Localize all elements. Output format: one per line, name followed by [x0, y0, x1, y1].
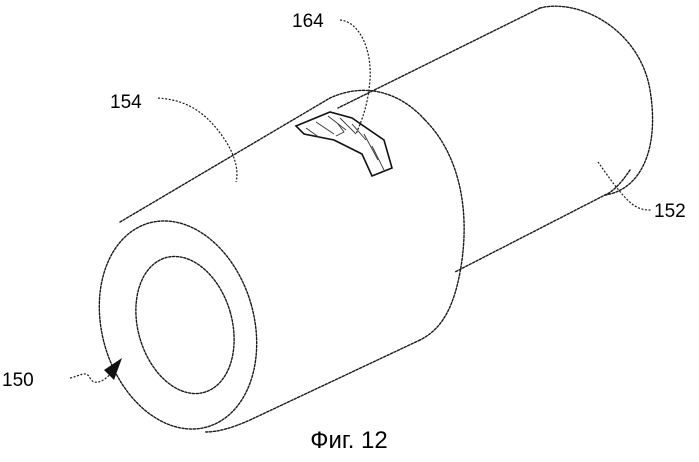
- leader-154: [158, 98, 237, 182]
- sleeve-front-face: [76, 202, 281, 448]
- rear-top-edge: [338, 8, 540, 108]
- sleeve-top-edge: [120, 90, 425, 222]
- leader-152: [598, 162, 652, 210]
- leader-150: [70, 372, 112, 382]
- rear-cylinder: [338, 6, 653, 272]
- label-164: 164: [292, 11, 324, 32]
- window-hatch-6: [364, 134, 378, 160]
- leader-164: [340, 20, 370, 134]
- label-152: 152: [654, 201, 686, 222]
- window-feature: [296, 112, 392, 176]
- sleeve-inner-bore: [121, 245, 250, 405]
- sleeve-bottom-edge: [205, 340, 420, 432]
- figure-caption: Фиг. 12: [310, 427, 388, 454]
- window-hatch-2: [316, 122, 334, 134]
- front-sleeve: [76, 90, 464, 447]
- label-150: 150: [2, 370, 34, 391]
- arrow-150: [104, 358, 122, 380]
- window-hatch-3: [328, 116, 346, 130]
- rear-bottom-edge: [455, 170, 630, 272]
- rear-end-cap: [540, 6, 653, 195]
- label-154: 154: [110, 92, 142, 113]
- window-hatch-7: [372, 146, 384, 170]
- sleeve-right-curve: [420, 120, 464, 340]
